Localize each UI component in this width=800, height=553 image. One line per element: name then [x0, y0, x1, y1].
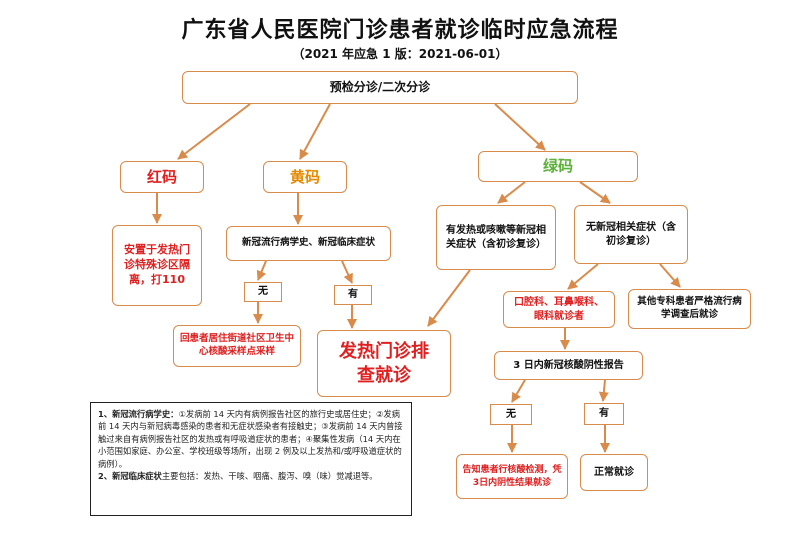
node-test-no-action: 告知患者行核酸检测，凭3日内阴性结果就诊	[456, 454, 568, 499]
node-normal-visit: 正常就诊	[580, 454, 648, 491]
arrow-nosym-other	[659, 263, 681, 288]
node-yellow-code: 黄码	[263, 161, 347, 193]
arrow-symptoms-fever	[427, 269, 471, 327]
node-yellow-check: 新冠流行病学史、新冠临床症状	[226, 226, 391, 261]
node-green-symptoms: 有发热或咳嗽等新冠相关症状（含初诊复诊）	[436, 205, 556, 270]
arrow-check-yes	[341, 260, 353, 284]
node-oral-ent: 口腔科、耳鼻喉科、眼科就诊者	[503, 291, 615, 328]
node-yellow-no-action: 回患者居住街道社区卫生中心核酸采样点采样	[173, 325, 301, 367]
arrow-green-symptoms	[497, 181, 526, 204]
node-red-code: 红码	[120, 161, 204, 193]
node-fever-clinic: 发热门诊排查就诊	[317, 330, 451, 397]
notes-box: 1、新冠流行病学史：①发病前 14 天内有病例报告社区的旅行史或居住史；②发病前…	[90, 402, 412, 516]
page-title: 广东省人民医院门诊患者就诊临时应急流程	[181, 18, 619, 43]
page-subtitle: （2021 年应急 1 版：2021-06-01）	[292, 47, 508, 61]
node-test-3day: 3 日内新冠核酸阴性报告	[494, 351, 643, 380]
arrow-triage-green	[494, 103, 546, 151]
arrow-green-nosymptoms	[579, 181, 611, 204]
node-other-specialty: 其他专科患者严格流行病学调查后就诊	[628, 289, 751, 329]
node-test-no: 无	[490, 404, 532, 425]
note-item-1: 1、新冠流行病学史：①发病前 14 天内有病例报告社区的旅行史或居住史；②发病前…	[98, 409, 403, 469]
node-test-yes: 有	[584, 403, 624, 425]
node-red-action: 安置于发热门诊特殊诊区隔离，打110	[112, 225, 202, 306]
node-triage: 预检分诊/二次分诊	[182, 71, 578, 104]
arrow-test-no	[511, 379, 526, 403]
node-green-no-symptoms: 无新冠相关症状（含初诊复诊）	[574, 205, 688, 264]
arrow-nosym-oral	[567, 263, 599, 290]
arrow-triage-yellow	[299, 103, 331, 160]
arrow-triage-red	[177, 103, 251, 160]
node-yellow-yes: 有	[334, 285, 372, 305]
arrow-check-no	[256, 260, 267, 281]
note-item-2: 2、新冠临床症状主要包括：发热、干咳、咽痛、腹泻、嗅（味）觉减退等。	[98, 471, 378, 482]
node-green-code: 绿码	[478, 151, 638, 182]
node-yellow-no: 无	[244, 282, 282, 302]
arrow-test-yes	[598, 379, 609, 402]
